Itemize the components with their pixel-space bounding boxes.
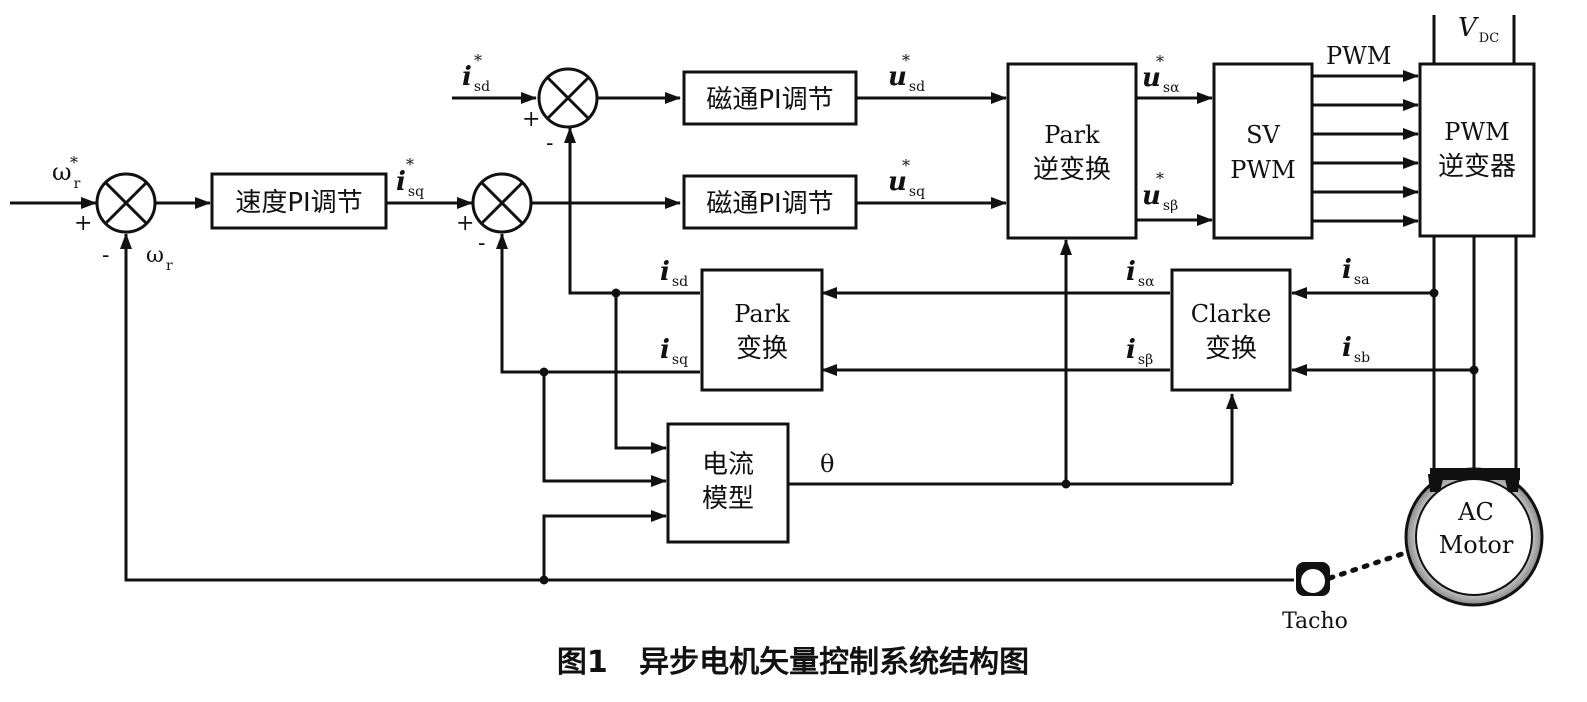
pwm-inverter-label-1: PWM [1444, 118, 1509, 146]
park-label-2: 变换 [736, 334, 788, 364]
park-inverse-block: Park 逆变换 [1006, 62, 1138, 240]
svpwm-label-1: SV [1246, 121, 1280, 149]
clarke-label-1: Clarke [1191, 300, 1272, 328]
svpwm-block: SV PWM [1212, 62, 1314, 240]
node-isa [1429, 288, 1439, 298]
sum2-plus: + [522, 107, 540, 132]
flux-pi-top-label: 磁通PI调节 [706, 85, 833, 115]
wires [10, 15, 1518, 585]
sum1-minus: - [102, 243, 109, 268]
ac-motor: AC Motor [1404, 467, 1544, 607]
wire-isd-to-model [614, 293, 667, 454]
pwm-inverter-label-2: 逆变器 [1438, 152, 1516, 182]
clarke-label-2: 变换 [1205, 334, 1257, 364]
wire-omega-to-model [542, 510, 667, 580]
wire-isd-feedback [564, 127, 700, 295]
park-block: Park 变换 [700, 268, 824, 392]
flux-pi-bottom-label: 磁通PI调节 [706, 189, 833, 219]
wire-omega-feedback [120, 233, 1294, 582]
isq-ref-star: * [406, 155, 414, 174]
clarke-block: Clarke 变换 [1170, 268, 1292, 392]
usd-ref-star: * [902, 51, 910, 70]
sum-junction-speed [95, 172, 157, 234]
wire-isq-feedback [496, 233, 700, 374]
tacho-label: Tacho [1282, 609, 1348, 634]
current-model-block: 电流 模型 [666, 422, 790, 544]
sum-junction-flux [537, 67, 599, 129]
speed-pi-label: 速度PI调节 [235, 188, 362, 218]
usq-ref-star: * [902, 156, 910, 175]
current-model-label-1: 电流 [702, 450, 754, 480]
park-inverse-label-1: Park [1044, 121, 1100, 149]
flux-pi-block-top: 磁通PI调节 [682, 70, 858, 126]
wire-isq-to-model [542, 372, 667, 487]
omega-ref-star: * [70, 153, 78, 172]
flux-pi-block-bottom: 磁通PI调节 [682, 174, 858, 230]
pwm-inverter-block: PWM 逆变器 [1418, 62, 1536, 238]
sum1-plus: + [74, 211, 92, 236]
tacho: Tacho [1282, 562, 1348, 634]
park-inverse-label-2: 逆变换 [1033, 155, 1111, 185]
usalpha-ref-star: * [1156, 52, 1164, 71]
theta-label: θ [820, 450, 834, 478]
usbeta-ref-star: * [1156, 169, 1164, 188]
sum2-minus: - [546, 131, 553, 156]
sum3-plus: + [456, 211, 474, 236]
pwm-label: PWM [1326, 42, 1391, 70]
current-model-label-2: 模型 [702, 484, 754, 514]
park-label-1: Park [734, 300, 790, 328]
speed-pi-block: 速度PI调节 [210, 172, 388, 230]
figure-caption: 图1 异步电机矢量控制系统结构图 [557, 645, 1029, 680]
svpwm-label-2: PWM [1230, 156, 1295, 184]
isd-ref-star: * [474, 51, 482, 70]
sum3-minus: - [478, 231, 485, 256]
sum-junction-torque [471, 172, 533, 234]
wire-tacho-link [1327, 545, 1423, 581]
node-isb [1469, 365, 1479, 375]
motor-label-2: Motor [1439, 531, 1514, 559]
motor-label-1: AC [1457, 498, 1494, 526]
